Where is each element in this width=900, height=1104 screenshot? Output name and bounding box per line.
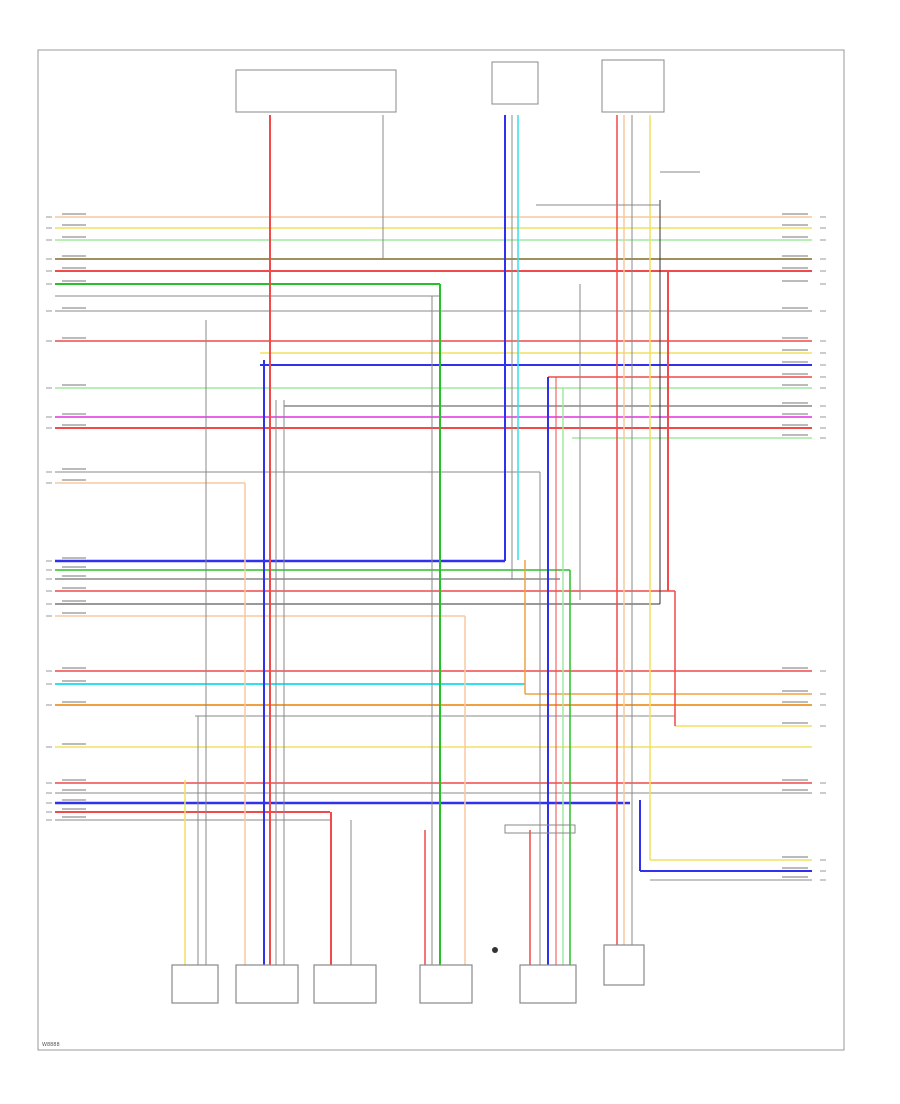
- sensor-3: [313, 964, 377, 1004]
- sensor-2: [235, 964, 299, 1004]
- top-components: [235, 59, 700, 206]
- footer-code: W8888: [42, 1042, 60, 1048]
- vertical-wires: [184, 115, 676, 965]
- sensor-4: [419, 964, 473, 1004]
- bottom-components: [171, 824, 645, 1004]
- horizontal-wires: [55, 216, 812, 881]
- wire-labels: [46, 213, 826, 881]
- control-unit-top-a: [491, 61, 539, 105]
- sensor-1: [171, 964, 219, 1004]
- control-unit-top-b: [601, 59, 665, 113]
- ground-point: [492, 947, 498, 953]
- sensor-5: [519, 964, 577, 1004]
- connector-bracket: [504, 824, 576, 834]
- fuse-relay-box: [235, 69, 397, 113]
- actuator-6: [603, 944, 645, 986]
